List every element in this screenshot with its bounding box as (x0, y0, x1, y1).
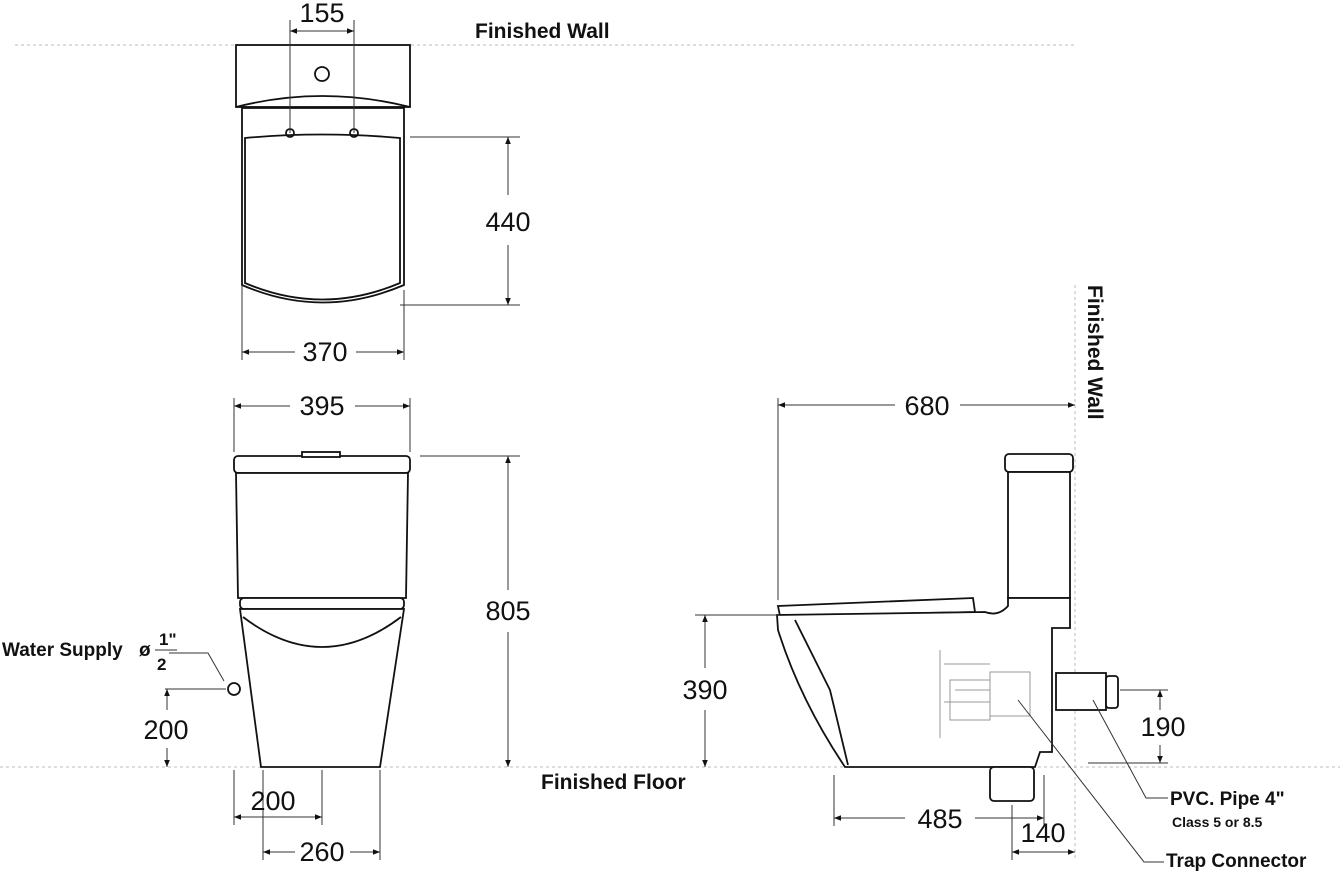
dim-155: 155 (299, 0, 344, 28)
dim-140: 140 (1020, 818, 1065, 848)
bowl-side (776, 597, 1071, 768)
side-dims (695, 398, 1168, 863)
floor-outlet-side (989, 766, 1035, 802)
front-view (227, 451, 411, 768)
dim-200-supply: 200 (143, 715, 188, 745)
front-dims (164, 398, 520, 860)
trap-leader (1017, 699, 1164, 863)
dim-190: 190 (1140, 712, 1185, 742)
tank-body-side (1007, 471, 1071, 599)
water-supply-label: Water Supply (2, 640, 123, 661)
bowl-front-edge-side (794, 619, 849, 766)
seat-lid-top (244, 133, 401, 301)
top-view (235, 44, 411, 304)
water-supply-diameter-symbol: ø (139, 640, 151, 661)
dim-370: 370 (302, 337, 347, 367)
finished-wall-label-top: Finished Wall (475, 20, 610, 43)
pvc-pipe-label: PVC. Pipe 4" (1170, 789, 1285, 810)
tank-lid-front (233, 455, 411, 474)
dim-390: 390 (682, 675, 727, 705)
dim-200-base: 200 (250, 786, 295, 816)
dim-395: 395 (299, 391, 344, 421)
dim-485: 485 (917, 804, 962, 834)
dim-440: 440 (485, 207, 530, 237)
water-supply-leader (169, 652, 225, 682)
pvc-pipe-end (1105, 675, 1119, 709)
tank-body-front (235, 472, 409, 599)
pipe-connector-side (1055, 672, 1107, 711)
tank-lid-side (1004, 453, 1074, 473)
bowl-curve-front (242, 616, 402, 648)
flush-button-front (301, 451, 341, 458)
pvc-class-label: Class 5 or 8.5 (1172, 814, 1262, 830)
water-supply-point (227, 682, 241, 696)
pvc-leader (1092, 699, 1168, 799)
dim-260: 260 (299, 837, 344, 867)
finished-floor-label: Finished Floor (541, 771, 686, 794)
bowl-front (238, 608, 406, 768)
dim-680: 680 (904, 391, 949, 421)
finished-wall-label-side: Finished Wall (1083, 285, 1106, 420)
dim-805: 805 (485, 596, 530, 626)
trap-connector-internal (939, 650, 1031, 738)
water-supply-size-numerator: 1" (159, 630, 177, 649)
seat-front (239, 597, 405, 610)
top-dims (241, 20, 520, 360)
side-view (776, 453, 1119, 802)
trap-connector-label: Trap Connector (1166, 851, 1307, 872)
tank-front-curve (235, 95, 411, 108)
water-supply-size-denominator: 2 (157, 655, 166, 674)
inlet-hole (314, 66, 330, 82)
